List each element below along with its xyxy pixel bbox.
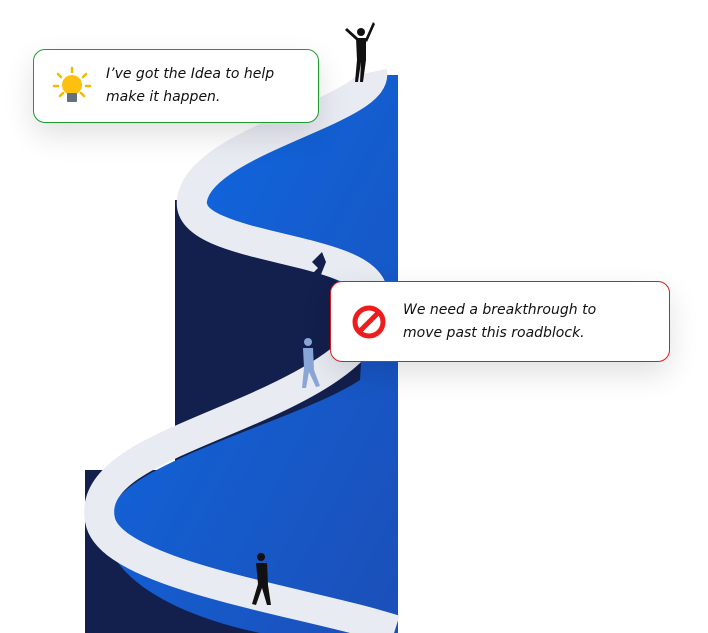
idea-text-line-2: make it happen. bbox=[106, 89, 221, 105]
idea-speech-bubble: I’ve got the Idea to help make it happen… bbox=[33, 49, 319, 123]
person-walking-bottom bbox=[252, 553, 271, 605]
road-crack bbox=[306, 252, 326, 282]
idea-text-line-1: I’ve got the Idea to help bbox=[106, 66, 275, 82]
prohibited-icon bbox=[352, 305, 386, 338]
tower-blue-face bbox=[106, 75, 398, 633]
person-celebrating bbox=[345, 22, 375, 82]
roadblock-speech-bubble: We need a breakthrough to move past this… bbox=[330, 281, 670, 362]
roadblock-text-line-1: We need a breakthrough to bbox=[403, 301, 597, 318]
lightbulb-icon bbox=[52, 66, 92, 102]
roadblock-text-line-2: move past this roadblock. bbox=[403, 324, 585, 341]
person-walking-middle bbox=[302, 338, 320, 388]
